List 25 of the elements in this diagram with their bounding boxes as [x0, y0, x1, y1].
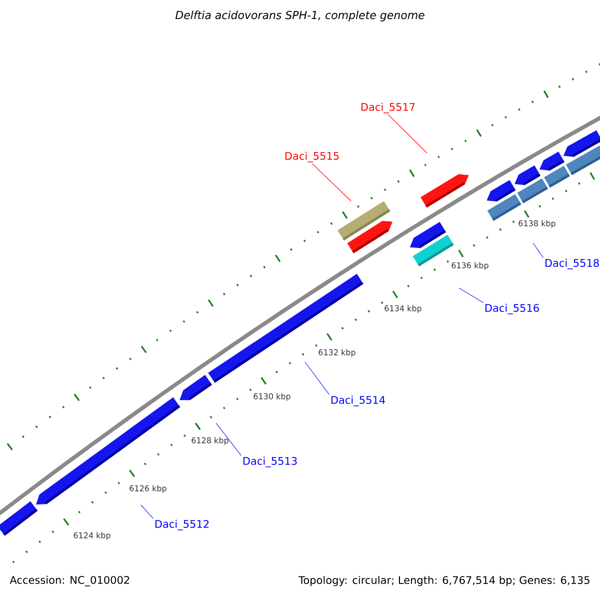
- leader-line: [216, 422, 242, 456]
- gene-label: Daci_5518: [545, 258, 599, 270]
- gene-label: Daci_5514: [331, 396, 385, 406]
- title: Delftia acidovorans SPH-1, complete genome: [175, 10, 424, 22]
- leader-line: [312, 163, 352, 202]
- tick-label: 6124 kbp: [74, 532, 110, 540]
- tick-label: 6130 kbp: [254, 393, 290, 401]
- tick-label: 6136 kbp: [452, 262, 488, 270]
- gene-label: Daci_5512: [155, 520, 209, 530]
- tick-label: 6134 kbp: [384, 305, 422, 313]
- leader-line: [140, 504, 154, 519]
- gene-label: Daci_5513: [243, 456, 297, 468]
- genome-info-text: Topology: circular; Length: 6,767,514 bp; Genes: 6,135: [298, 576, 590, 586]
- tick-label: 6138 kbp: [518, 220, 556, 228]
- gene-label: Daci_5517: [361, 102, 415, 114]
- tick-label: 6128 kbp: [192, 437, 228, 445]
- leader-line: [388, 114, 428, 154]
- accession-text: Accession: NC_010002: [10, 576, 130, 586]
- tick-label: 6126 kbp: [130, 485, 166, 493]
- leader-line: [458, 288, 484, 303]
- gene-label: Daci_5515: [285, 152, 339, 162]
- leader-line: [532, 242, 544, 258]
- gene-label: Daci_5516: [485, 304, 539, 314]
- leader-line: [304, 362, 330, 395]
- tick-label: 6132 kbp: [318, 349, 356, 357]
